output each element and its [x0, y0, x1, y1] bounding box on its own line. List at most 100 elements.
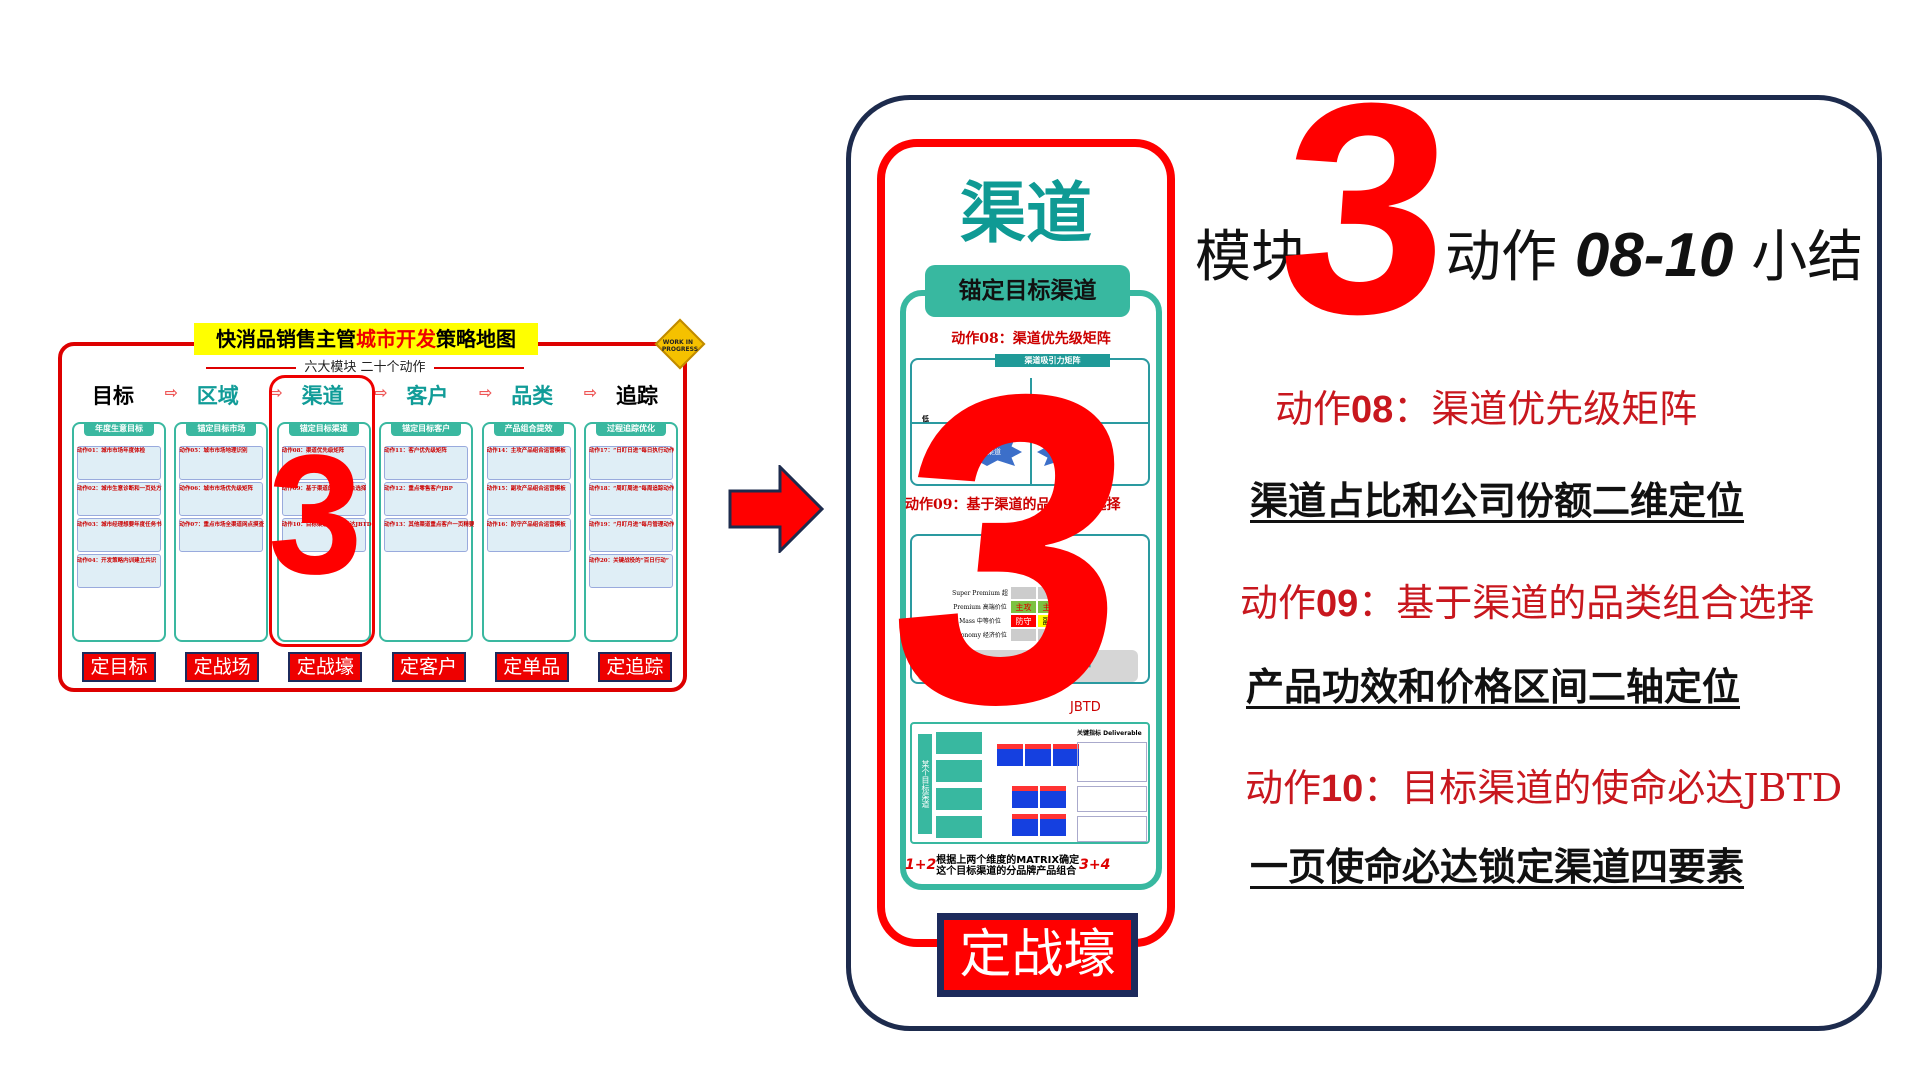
action-09: 动作09：基于渠道的品类组合选择 [1240, 572, 1814, 627]
note-line: 根据上两个维度的MATRIX确定 [936, 855, 1080, 866]
module-4: 客户⇨ [384, 380, 492, 410]
card-thumbnail [588, 518, 673, 552]
card-thumbnail [179, 446, 264, 480]
strategy-map-subtitle: 六大模块 二十个动作 [180, 356, 550, 375]
side-label: 某个目标渠道 [918, 734, 932, 834]
table-cell: 防 [1064, 600, 1091, 614]
matrix-cell: 防守渠道 [1037, 438, 1107, 466]
arrow-right-icon: ⇨ [583, 383, 598, 402]
table-cell [1064, 586, 1091, 600]
label-5: 定单品 [494, 652, 569, 682]
action-prefix: 动作 [1275, 387, 1352, 431]
card-action: 动作08：渠道优先级矩阵 [281, 448, 345, 454]
card-thumbnail [281, 518, 366, 552]
axis-low-label: 低 [922, 415, 929, 423]
card-thumbnail [588, 446, 673, 480]
selected-module-highlight [269, 375, 375, 647]
action-10-summary: 一页使命必达锁定渠道四要素 [1250, 845, 1745, 889]
arrow-right-icon [728, 465, 824, 553]
module-cards: 年度生意目标动作01：城市市场年度体检动作02：城市生意诊断和一页处方动作03：… [72, 422, 678, 644]
table-cell: 副 [1064, 614, 1091, 628]
card-action: 动作06：城市市场优先级矩阵 [179, 486, 254, 492]
note-text: Product 是4P的 [991, 673, 1065, 683]
card-thumbnail [384, 482, 469, 516]
card-header: 产品组合提效 [493, 422, 564, 436]
note-highlight: 产品组合 [1044, 655, 1093, 669]
card-thumbnail [588, 482, 673, 516]
card-action: 动作01：城市市场年度体检 [77, 448, 146, 454]
module-labels: 定目标 定战场 定战壕 定客户 定单品 定追踪 [82, 652, 672, 682]
note-text: 根据渠道选择合适的 [963, 659, 1045, 669]
panel-act09: 动作09：基于渠道的品类组合选择 [905, 497, 1121, 513]
table-cell [1010, 628, 1037, 642]
card-action: 动作15：副攻产品组合运营模板 [486, 486, 566, 492]
card-thumbnail [384, 518, 469, 552]
card-header: 锚定目标渠道 [288, 422, 359, 436]
card-thumbnail [486, 518, 571, 552]
module-2: 区域⇨ [175, 380, 283, 410]
action-text: ：渠道优先级矩阵 [1393, 387, 1698, 431]
card-thumbnail [486, 482, 571, 516]
table-cell [1010, 586, 1037, 600]
module-1: 目标⇨ [70, 380, 178, 410]
action-num: 09 [1316, 583, 1359, 625]
card-action: 动作02：城市生意诊断和一页处方 [77, 486, 162, 492]
card-thumbnail [77, 482, 161, 516]
module-card: 年度生意目标动作01：城市市场年度体检动作02：城市生意诊断和一页处方动作03：… [72, 422, 166, 642]
note-num: 3+4 [1079, 857, 1111, 873]
deliverable-header: 关键指标 Deliverable [1077, 730, 1142, 737]
action-08: 动作08：渠道优先级矩阵 [1275, 378, 1697, 433]
card-action: 动作10：目标渠道的使命必达JBTD [281, 522, 372, 528]
card-action: 动作19：“月盯月进”每月管理动作 [588, 522, 675, 528]
table-cell: 主攻 [1010, 600, 1037, 614]
card-thumbnail [77, 554, 161, 588]
action-text: ：基于渠道的品类组合选择 [1358, 581, 1815, 625]
card-header: 过程追踪优化 [595, 422, 666, 436]
arrow-right-icon: ⇨ [374, 383, 388, 402]
panel-big-number: 3 [871, 304, 1154, 795]
card-action: 动作04：开发策略内训建立共识 [77, 558, 157, 564]
table-row-label: Economy 经济价位 [950, 628, 1010, 642]
module-label: 客户 [406, 384, 449, 408]
action-num: 08 [1351, 389, 1394, 431]
jbtd-table: 某个目标渠道 关键指标 Deliverable [910, 722, 1150, 844]
card-thumbnail [486, 446, 571, 480]
note-line: 这个目标渠道的分品牌产品组合 [936, 866, 1077, 877]
module-label: 渠道 [301, 384, 344, 408]
module-card: 过程追踪优化动作17：“日盯日进”每日执行动作动作18：“周盯周进”每周追踪动作… [583, 422, 678, 642]
action-num: 10 [1321, 768, 1364, 810]
jbtd-label: JBTD [1070, 700, 1101, 715]
card-action: 动作05：城市市场地理识别 [179, 448, 248, 454]
table-cell [1037, 586, 1064, 600]
matrix-cell: 选择渠道 [952, 438, 1022, 466]
card-thumbnail [384, 446, 469, 480]
strategy-map-title: 快消品销售主管城市开发策略地图 [194, 323, 538, 355]
action-text: ：目标渠道的使命必达JBTD [1363, 766, 1843, 810]
card-action: 动作20：关键战役的“百日行动” [588, 558, 669, 564]
card-thumbnail [77, 518, 161, 552]
module-card: 锚定目标市场动作05：城市市场地理识别动作06：城市市场优先级矩阵动作07：重点… [174, 422, 269, 642]
label-1: 定目标 [82, 652, 156, 682]
card-action: 动作09：基于渠道的品类组合选择 [281, 486, 367, 492]
action-prefix: 动作 [1240, 581, 1317, 625]
label-2: 定战场 [185, 652, 260, 682]
module-label: 目标 [92, 384, 134, 408]
label-6: 定追踪 [597, 652, 672, 682]
module-label: 区域 [196, 384, 239, 408]
title-part: 快消品销售主管 [216, 327, 356, 351]
module-row: 目标⇨ 区域⇨ 渠道⇨ 客户⇨ 品类⇨ 追踪 [70, 380, 680, 410]
card-action: 动作14：主攻产品组合运营模板 [486, 448, 566, 454]
card-thumbnail [179, 482, 264, 516]
table-row-label: Mass 中等价位 [950, 614, 1010, 628]
table-cell [1037, 628, 1064, 642]
card-action: 动作13：其他渠道重点客户一页精要 [384, 522, 475, 528]
module-prefix: 模块 [1195, 225, 1307, 290]
module-card: 产品组合提效动作14：主攻产品组合运营模板动作15：副攻产品组合运营模板动作16… [481, 422, 576, 642]
action-08-summary: 渠道占比和公司份额二维定位 [1250, 479, 1745, 523]
table-cell: 副 [1064, 628, 1091, 642]
label-3: 定战壕 [288, 652, 363, 682]
action-09-summary: 产品功效和价格区间二轴定位 [1246, 665, 1741, 709]
